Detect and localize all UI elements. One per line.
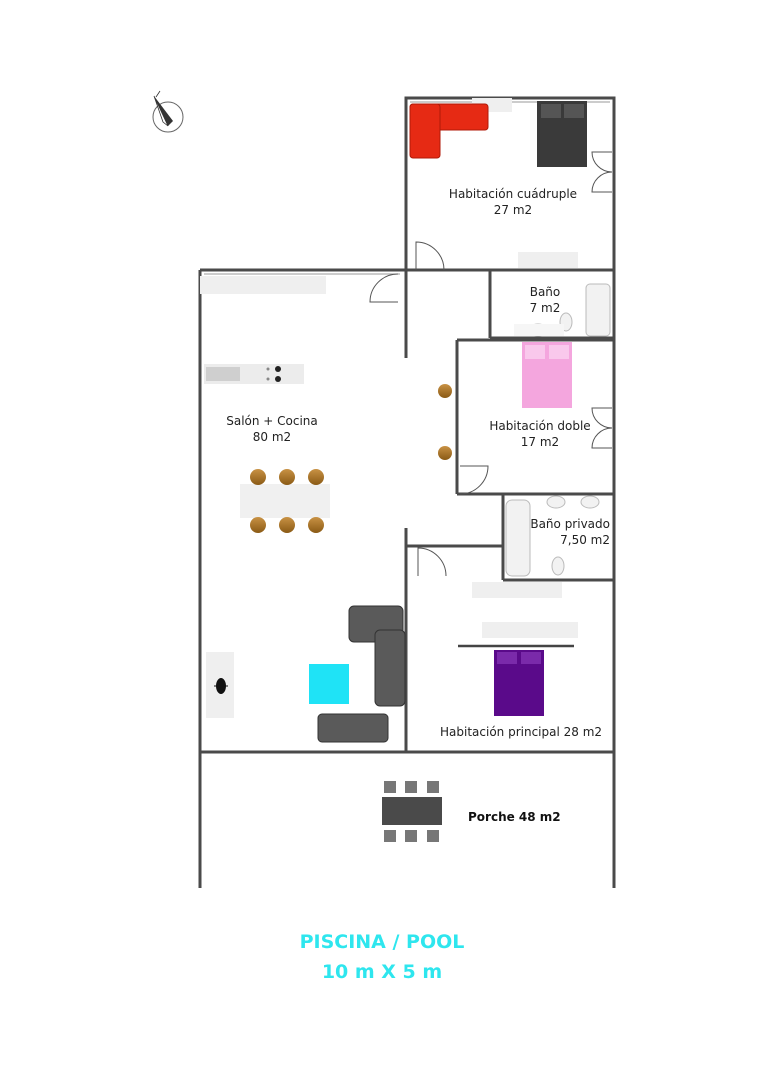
pool-title: PISCINA / POOL bbox=[299, 931, 465, 953]
wardrobes bbox=[200, 98, 578, 638]
room-cuadruple-label: Habitación cuádruple 27 m2 bbox=[448, 186, 578, 218]
tv-unit bbox=[206, 652, 234, 718]
room-cuadruple-name: Habitación cuádruple bbox=[448, 187, 578, 201]
pool-dimensions: 10 m X 5 m bbox=[321, 961, 443, 983]
grey-sectional-sofa bbox=[317, 605, 406, 743]
dining-table bbox=[240, 469, 330, 533]
bed-master bbox=[494, 650, 544, 716]
room-doble-name: Habitación doble bbox=[489, 419, 591, 433]
bathroom-fixtures bbox=[514, 283, 611, 337]
room-bano-privado-name: Baño privado bbox=[530, 517, 610, 531]
doors bbox=[369, 151, 613, 577]
room-salon-name: Salón + Cocina bbox=[226, 414, 318, 428]
bed-quad bbox=[537, 101, 587, 167]
room-doble-label: Habitación doble 17 m2 bbox=[480, 418, 600, 450]
room-bano-privado-area: 7,50 m2 bbox=[560, 533, 610, 547]
room-cuadruple-area: 27 m2 bbox=[493, 203, 533, 217]
porch-label: Porche 48 m2 bbox=[468, 810, 561, 824]
exterior-walls bbox=[198, 96, 616, 888]
coffee-table bbox=[309, 664, 349, 704]
kitchen-counter bbox=[204, 364, 304, 384]
room-salon-area: 80 m2 bbox=[252, 430, 292, 444]
private-bathroom-fixtures bbox=[505, 495, 600, 577]
red-corner-sofa bbox=[409, 103, 489, 159]
room-bano-label: Baño 7 m2 bbox=[515, 284, 575, 316]
north-arrow-icon bbox=[152, 90, 184, 133]
room-principal-label: Habitación principal 28 m2 bbox=[440, 725, 603, 739]
room-bano-privado-label: Baño privado 7,50 m2 bbox=[530, 516, 610, 548]
bar-stools bbox=[438, 384, 452, 460]
porch-dining-set bbox=[382, 781, 442, 842]
bed-double bbox=[522, 342, 572, 408]
interior-walls bbox=[200, 268, 614, 754]
room-doble-area: 17 m2 bbox=[520, 435, 560, 449]
room-bano-area: 7 m2 bbox=[529, 301, 561, 315]
room-salon-label: Salón + Cocina 80 m2 bbox=[222, 413, 322, 445]
room-bano-name: Baño bbox=[529, 285, 561, 299]
